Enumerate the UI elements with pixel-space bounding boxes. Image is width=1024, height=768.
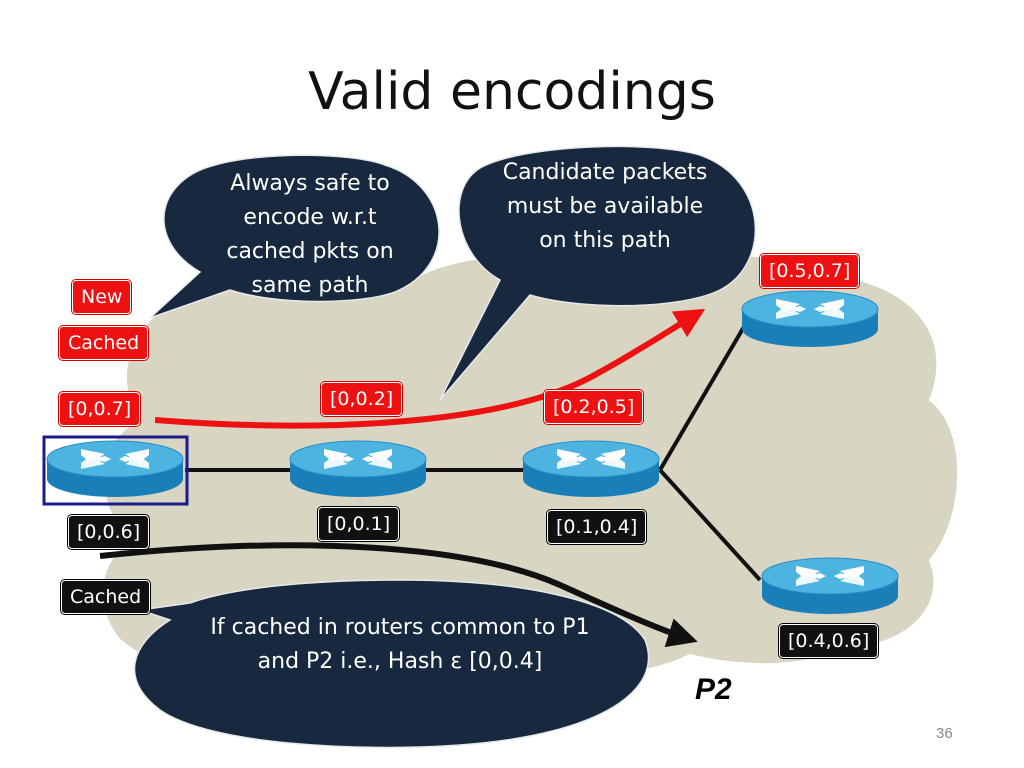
router-r3 xyxy=(522,440,660,498)
router-r3-range-black: [0.1,0.4] xyxy=(547,510,647,544)
router-r5 xyxy=(761,557,899,615)
callout-safe-text: Always safe to encode w.r.t cached pkts … xyxy=(226,171,394,298)
router-r2-range-black: [0,0.1] xyxy=(318,507,400,541)
path-p2-label: P2 xyxy=(695,673,732,706)
path-p2-arrow xyxy=(99,542,698,648)
router-r3-range-red: [0.2,0.5] xyxy=(544,390,644,424)
router-r2-range-red: [0,0.2] xyxy=(321,382,403,416)
router-r5-range-black: [0.4,0.6] xyxy=(779,624,879,658)
callout-common-bubble xyxy=(133,579,650,749)
page-number: 36 xyxy=(936,725,953,742)
callout-safe-bubble xyxy=(149,154,440,319)
selected-router-highlight xyxy=(42,435,189,506)
callout-candidate-text: Candidate packets must be available on t… xyxy=(502,160,708,253)
network-links xyxy=(185,323,762,582)
router-r2 xyxy=(289,440,427,498)
path-p2-start-label: Cached xyxy=(61,580,151,614)
router-r1-range-black: [0,0.6] xyxy=(68,515,150,549)
router-r4 xyxy=(741,290,879,348)
legend-cached-tag: Cached xyxy=(59,326,149,360)
path-p1-arrow xyxy=(154,308,706,429)
router-r1 xyxy=(46,440,184,498)
slide-title: Valid encodings xyxy=(308,62,716,122)
callout-candidate-bubble xyxy=(439,145,757,401)
path-p1-start-label: [0,0.7] xyxy=(59,392,141,426)
router-r4-range-red: [0.5,0.7] xyxy=(760,254,860,288)
legend-new-tag: New xyxy=(72,280,132,314)
callout-common-text: If cached in routers common to P1 and P2… xyxy=(210,615,590,674)
